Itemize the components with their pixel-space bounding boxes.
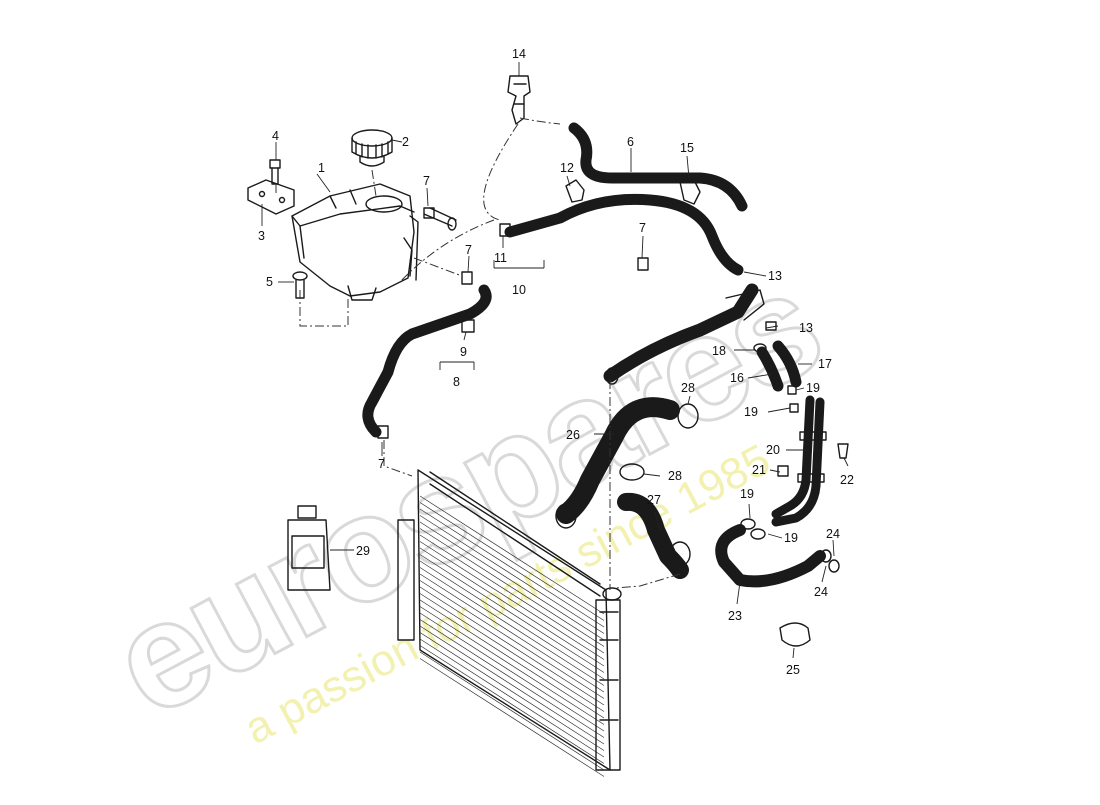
clip-11 [499, 223, 511, 237]
callout-17: 17 [818, 357, 832, 371]
radiator-fin [419, 547, 605, 667]
expansion-tank [291, 183, 419, 301]
radiator-fin [419, 599, 605, 719]
radiator-fin [419, 502, 605, 621]
clip-9 [461, 319, 475, 333]
bracket-15 [679, 175, 701, 205]
callout-28b: 28 [668, 469, 682, 483]
callout-7a: 7 [423, 174, 430, 188]
coolant-bottle [287, 505, 331, 591]
radiator-fin [419, 580, 605, 699]
callout-20: 20 [766, 443, 780, 457]
callout-24b: 24 [814, 585, 828, 599]
clamp-28b [619, 463, 645, 481]
radiator-fin [419, 495, 605, 615]
callout-22: 22 [840, 473, 854, 487]
callout-4: 4 [272, 129, 279, 143]
radiator-fin [419, 508, 605, 628]
callout-19b: 19 [744, 405, 758, 419]
hose-6 [568, 122, 748, 212]
callout-28a: 28 [681, 381, 695, 395]
radiator-fin [419, 554, 605, 673]
radiator-fin [419, 515, 605, 634]
radiator-fin [419, 612, 605, 732]
radiator-fin [419, 619, 605, 738]
callout-25: 25 [786, 663, 800, 677]
callout-19a: 19 [806, 381, 820, 395]
hose-8 [362, 284, 492, 438]
radiator-fin [419, 625, 605, 745]
callout-29: 29 [356, 544, 370, 558]
callouts: 1 2 3 4 5 6 7 7 7 7 8 9 10 11 12 13 13 1… [258, 47, 854, 677]
callout-5: 5 [266, 275, 273, 289]
assembly-lines [275, 117, 681, 590]
callout-16: 16 [730, 371, 744, 385]
callout-7b: 7 [465, 243, 472, 257]
radiator-fin [419, 658, 605, 777]
radiator-fin [419, 521, 605, 641]
callout-10: 10 [512, 283, 526, 297]
radiator-fin [419, 534, 605, 654]
hose-27 [617, 492, 691, 579]
callout-13a: 13 [768, 269, 782, 283]
callout-12: 12 [560, 161, 574, 175]
radiator-fin [419, 593, 605, 712]
callout-24a: 24 [826, 527, 840, 541]
radiator-fin [419, 541, 605, 660]
filler-cap [351, 129, 393, 167]
callout-18: 18 [712, 344, 726, 358]
callout-9: 9 [460, 345, 467, 359]
callout-19c: 19 [740, 487, 754, 501]
radiator-fin [419, 645, 605, 764]
tank-bracket [247, 179, 295, 215]
radiator-fin [419, 567, 605, 686]
clamp-7c [377, 425, 389, 439]
radiator-fin [419, 606, 605, 725]
callout-8: 8 [453, 375, 460, 389]
radiator-fin [419, 632, 605, 751]
callout-6: 6 [627, 135, 634, 149]
clamp-7b [637, 257, 649, 271]
callout-2: 2 [402, 135, 409, 149]
tank-outlet-hose [423, 207, 473, 285]
callout-7c: 7 [639, 221, 646, 235]
radiator-fin [419, 528, 605, 647]
radiator-fin [419, 573, 605, 693]
bolt-4 [269, 159, 281, 185]
hose-10 [504, 193, 744, 276]
callout-7d: 7 [378, 457, 385, 471]
radiator-fin [419, 586, 605, 706]
callout-14: 14 [512, 47, 526, 61]
callout-1: 1 [318, 161, 325, 175]
callout-27: 27 [647, 493, 661, 507]
callout-11: 11 [494, 251, 507, 265]
pipe-20 [771, 385, 849, 527]
bracket-14 [507, 75, 531, 125]
hose-23 [715, 518, 840, 588]
hose-16-17 [753, 340, 802, 392]
leader-lines [261, 62, 849, 659]
gasket-25 [779, 622, 811, 647]
callout-21: 21 [752, 463, 766, 477]
clip-12 [565, 179, 585, 203]
callout-26: 26 [566, 428, 580, 442]
hose-26 [555, 397, 680, 529]
callout-13b: 13 [799, 321, 813, 335]
callout-19d: 19 [784, 531, 798, 545]
radiator-fin [419, 560, 605, 680]
radiator-fin [419, 638, 605, 758]
radiator [397, 469, 622, 777]
callout-3: 3 [258, 229, 265, 243]
radiator-fin [419, 651, 605, 771]
callout-23: 23 [728, 609, 742, 623]
callout-15: 15 [680, 141, 694, 155]
